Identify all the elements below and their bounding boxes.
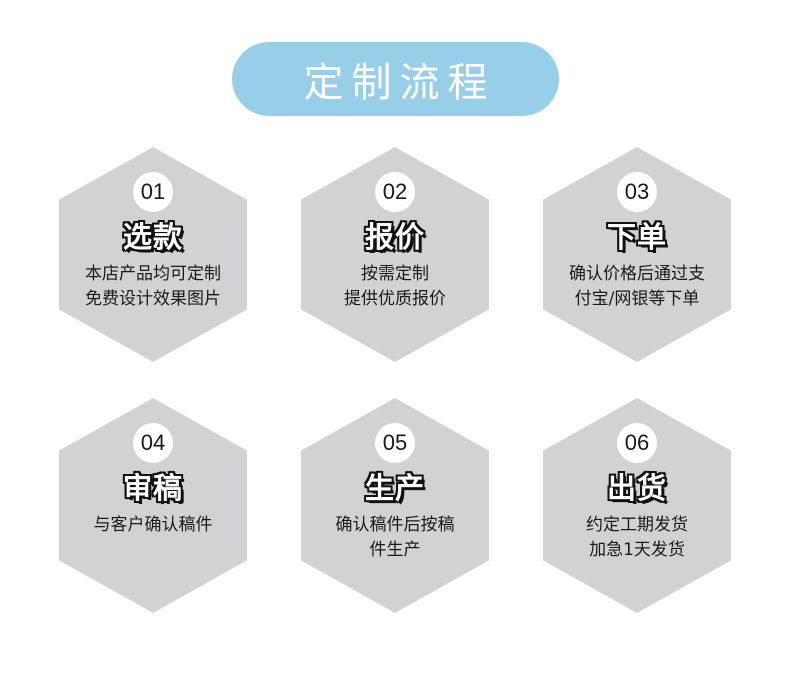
description-line: 付宝/网银等下单	[574, 289, 700, 309]
step-title: 审稿	[122, 471, 183, 505]
description-line: 确认稿件后按稿	[335, 515, 455, 535]
step-card-4: 04 审稿 与客户确认稿件	[59, 398, 247, 613]
step-description: 约定工期发货 加急1天发货	[586, 513, 688, 563]
step-title: 生产	[364, 471, 425, 505]
step-title: 选款	[122, 220, 183, 254]
description-line: 与客户确认稿件	[93, 515, 213, 535]
step-description: 本店产品均可定制 免费设计效果图片	[85, 262, 221, 312]
step-title: 出货	[606, 471, 667, 505]
step-description: 按需定制 提供优质报价	[344, 262, 446, 312]
step-card-5: 05 生产 确认稿件后按稿 件生产	[301, 398, 489, 613]
step-number-badge: 04	[133, 423, 173, 463]
description-line: 确认价格后通过支	[569, 264, 705, 284]
step-title: 报价	[364, 220, 425, 254]
step-number-badge: 01	[133, 172, 173, 212]
title-banner: 定制流程	[232, 42, 559, 116]
step-card-1: 01 选款 本店产品均可定制 免费设计效果图片	[59, 147, 247, 362]
step-number-badge: 02	[375, 172, 415, 212]
description-line: 免费设计效果图片	[85, 289, 221, 309]
description-line: 提供优质报价	[344, 289, 446, 309]
step-description: 与客户确认稿件	[94, 513, 213, 538]
step-card-3: 03 下单 确认价格后通过支 付宝/网银等下单	[543, 147, 731, 362]
description-line: 约定工期发货	[586, 515, 688, 535]
step-number-badge: 05	[375, 423, 415, 463]
step-description: 确认稿件后按稿 件生产	[336, 513, 455, 563]
page-title: 定制流程	[303, 60, 496, 106]
step-card-2: 02 报价 按需定制 提供优质报价	[301, 147, 489, 362]
step-number-badge: 06	[617, 423, 657, 463]
step-card-6: 06 出货 约定工期发货 加急1天发货	[543, 398, 731, 613]
description-line: 按需定制	[361, 264, 429, 284]
step-title: 下单	[606, 220, 667, 254]
step-description: 确认价格后通过支 付宝/网银等下单	[569, 262, 705, 312]
description-line: 件生产	[369, 540, 421, 560]
description-line: 本店产品均可定制	[85, 264, 221, 284]
description-line: 加急1天发货	[589, 540, 685, 560]
step-number-badge: 03	[617, 172, 657, 212]
